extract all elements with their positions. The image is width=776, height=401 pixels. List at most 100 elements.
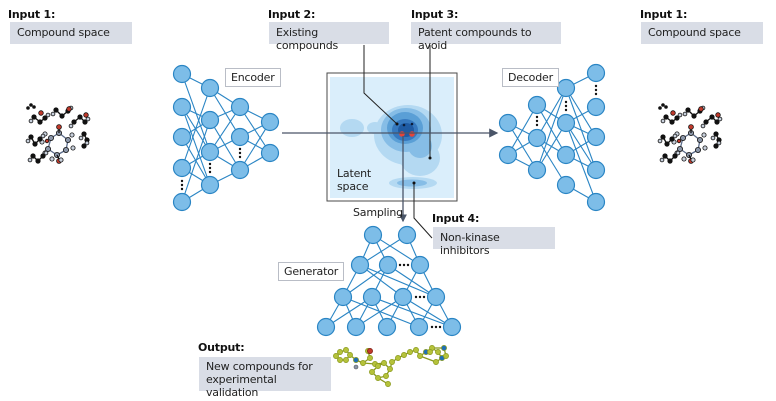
network-edge: [565, 87, 597, 171]
neuron-node: [363, 225, 383, 245]
network-edge: [181, 119, 211, 203]
hydrogen-atom: [717, 116, 723, 122]
encoder-label: Encoder: [225, 68, 281, 87]
network-edge: [342, 264, 389, 298]
carbon-atom: [48, 134, 55, 141]
network-edge: [536, 137, 567, 186]
neuron-node: [556, 78, 576, 98]
ellipsis-dot: [594, 92, 598, 96]
neuron-node: [527, 160, 547, 180]
network-edge: [359, 234, 408, 266]
carbon-atom: [337, 349, 343, 355]
neuron-node: [260, 143, 280, 163]
carbon-atom: [81, 143, 87, 149]
network-edge: [507, 104, 538, 156]
neuron-node: [498, 145, 518, 165]
carbon-atom: [433, 359, 439, 365]
atom: [661, 103, 665, 107]
carbon-atom: [691, 113, 697, 119]
carbon-atom: [343, 357, 349, 363]
output-line1: New compounds for: [206, 360, 313, 373]
network-edge: [181, 87, 211, 169]
carbon-atom: [53, 107, 59, 113]
carbon-atom: [680, 134, 687, 141]
network-edge: [181, 106, 211, 186]
neuron-node: [442, 317, 462, 337]
hydrogen-atom: [353, 364, 359, 370]
hydrogen-atom: [27, 157, 33, 163]
output-heading: Output:: [198, 341, 245, 354]
carbon-atom: [427, 349, 433, 355]
hydrogen-atom: [45, 112, 51, 118]
generator-label: Generator: [278, 262, 345, 281]
neuron-node: [362, 287, 382, 307]
hydrogen-atom: [700, 123, 706, 129]
carbon-atom: [709, 114, 715, 120]
oxygen-atom: [715, 112, 721, 118]
hydrogen-atom: [675, 150, 681, 156]
network-edge: [536, 122, 567, 171]
hydrogen-atom: [716, 140, 722, 146]
carbon-atom: [401, 352, 407, 358]
carbon-atom: [59, 113, 65, 119]
encoder-network: [172, 64, 280, 212]
oxygen-atom: [670, 110, 676, 116]
neuron-node: [172, 192, 192, 212]
hydrogen-atom: [70, 145, 76, 151]
generator-network: [316, 225, 462, 337]
carbon-atom: [367, 355, 373, 361]
ellipsis-dot: [594, 84, 598, 88]
decoder-label: Decoder: [502, 68, 559, 87]
ellipsis-dot: [535, 119, 539, 123]
neuron-node: [527, 128, 547, 148]
neuron-node: [200, 78, 220, 98]
carbon-atom: [45, 145, 52, 152]
neuron-node: [586, 160, 606, 180]
neuron-node: [527, 95, 547, 115]
ellipsis-dot: [564, 104, 568, 108]
input1-left-box: Compound space: [10, 22, 132, 44]
input3-box: Patent compounds to avoid: [411, 22, 561, 52]
atom: [32, 105, 36, 109]
network-edge: [355, 296, 404, 328]
neuron-node: [200, 175, 220, 195]
hydrogen-atom: [681, 156, 687, 162]
ellipsis-dot: [535, 115, 539, 119]
input1-right-heading: Input 1:: [640, 8, 688, 21]
hydrogen-atom: [50, 111, 56, 117]
oxygen-atom: [688, 124, 694, 130]
input1-right-box: Compound space: [641, 22, 763, 44]
ellipsis-dot: [406, 263, 410, 267]
input1-left-heading: Input 1:: [8, 8, 56, 21]
hydrogen-atom: [58, 157, 64, 163]
neuron-node: [200, 110, 220, 130]
carbon-atom: [664, 141, 670, 147]
bond: [688, 154, 692, 160]
carbon-atom: [669, 119, 675, 125]
hydrogen-atom: [672, 133, 678, 139]
carbon-atom: [385, 381, 391, 387]
hydrogen-atom: [43, 150, 49, 156]
carbon-atom: [82, 119, 88, 125]
carbon-atom: [375, 363, 381, 369]
ellipsis-dot: [564, 100, 568, 104]
carbon-atom: [65, 136, 72, 143]
carbon-atom: [32, 141, 38, 147]
oxygen-atom: [56, 124, 62, 130]
carbon-atom: [77, 114, 83, 120]
neuron-node: [397, 225, 417, 245]
carbon-atom: [660, 134, 666, 140]
carbon-atom: [63, 146, 70, 153]
carbon-atom: [713, 143, 719, 149]
ellipsis-dot: [535, 123, 539, 127]
ellipsis-dot: [564, 108, 568, 112]
carbon-atom: [395, 355, 401, 361]
carbon-atom: [685, 107, 691, 113]
carbon-atom: [435, 349, 441, 355]
atom: [664, 105, 668, 109]
neuron-node: [377, 317, 397, 337]
carbon-atom: [667, 158, 673, 164]
hydrogen-atom: [49, 156, 55, 162]
oxygen-atom: [676, 138, 682, 144]
carbon-atom: [31, 114, 37, 120]
